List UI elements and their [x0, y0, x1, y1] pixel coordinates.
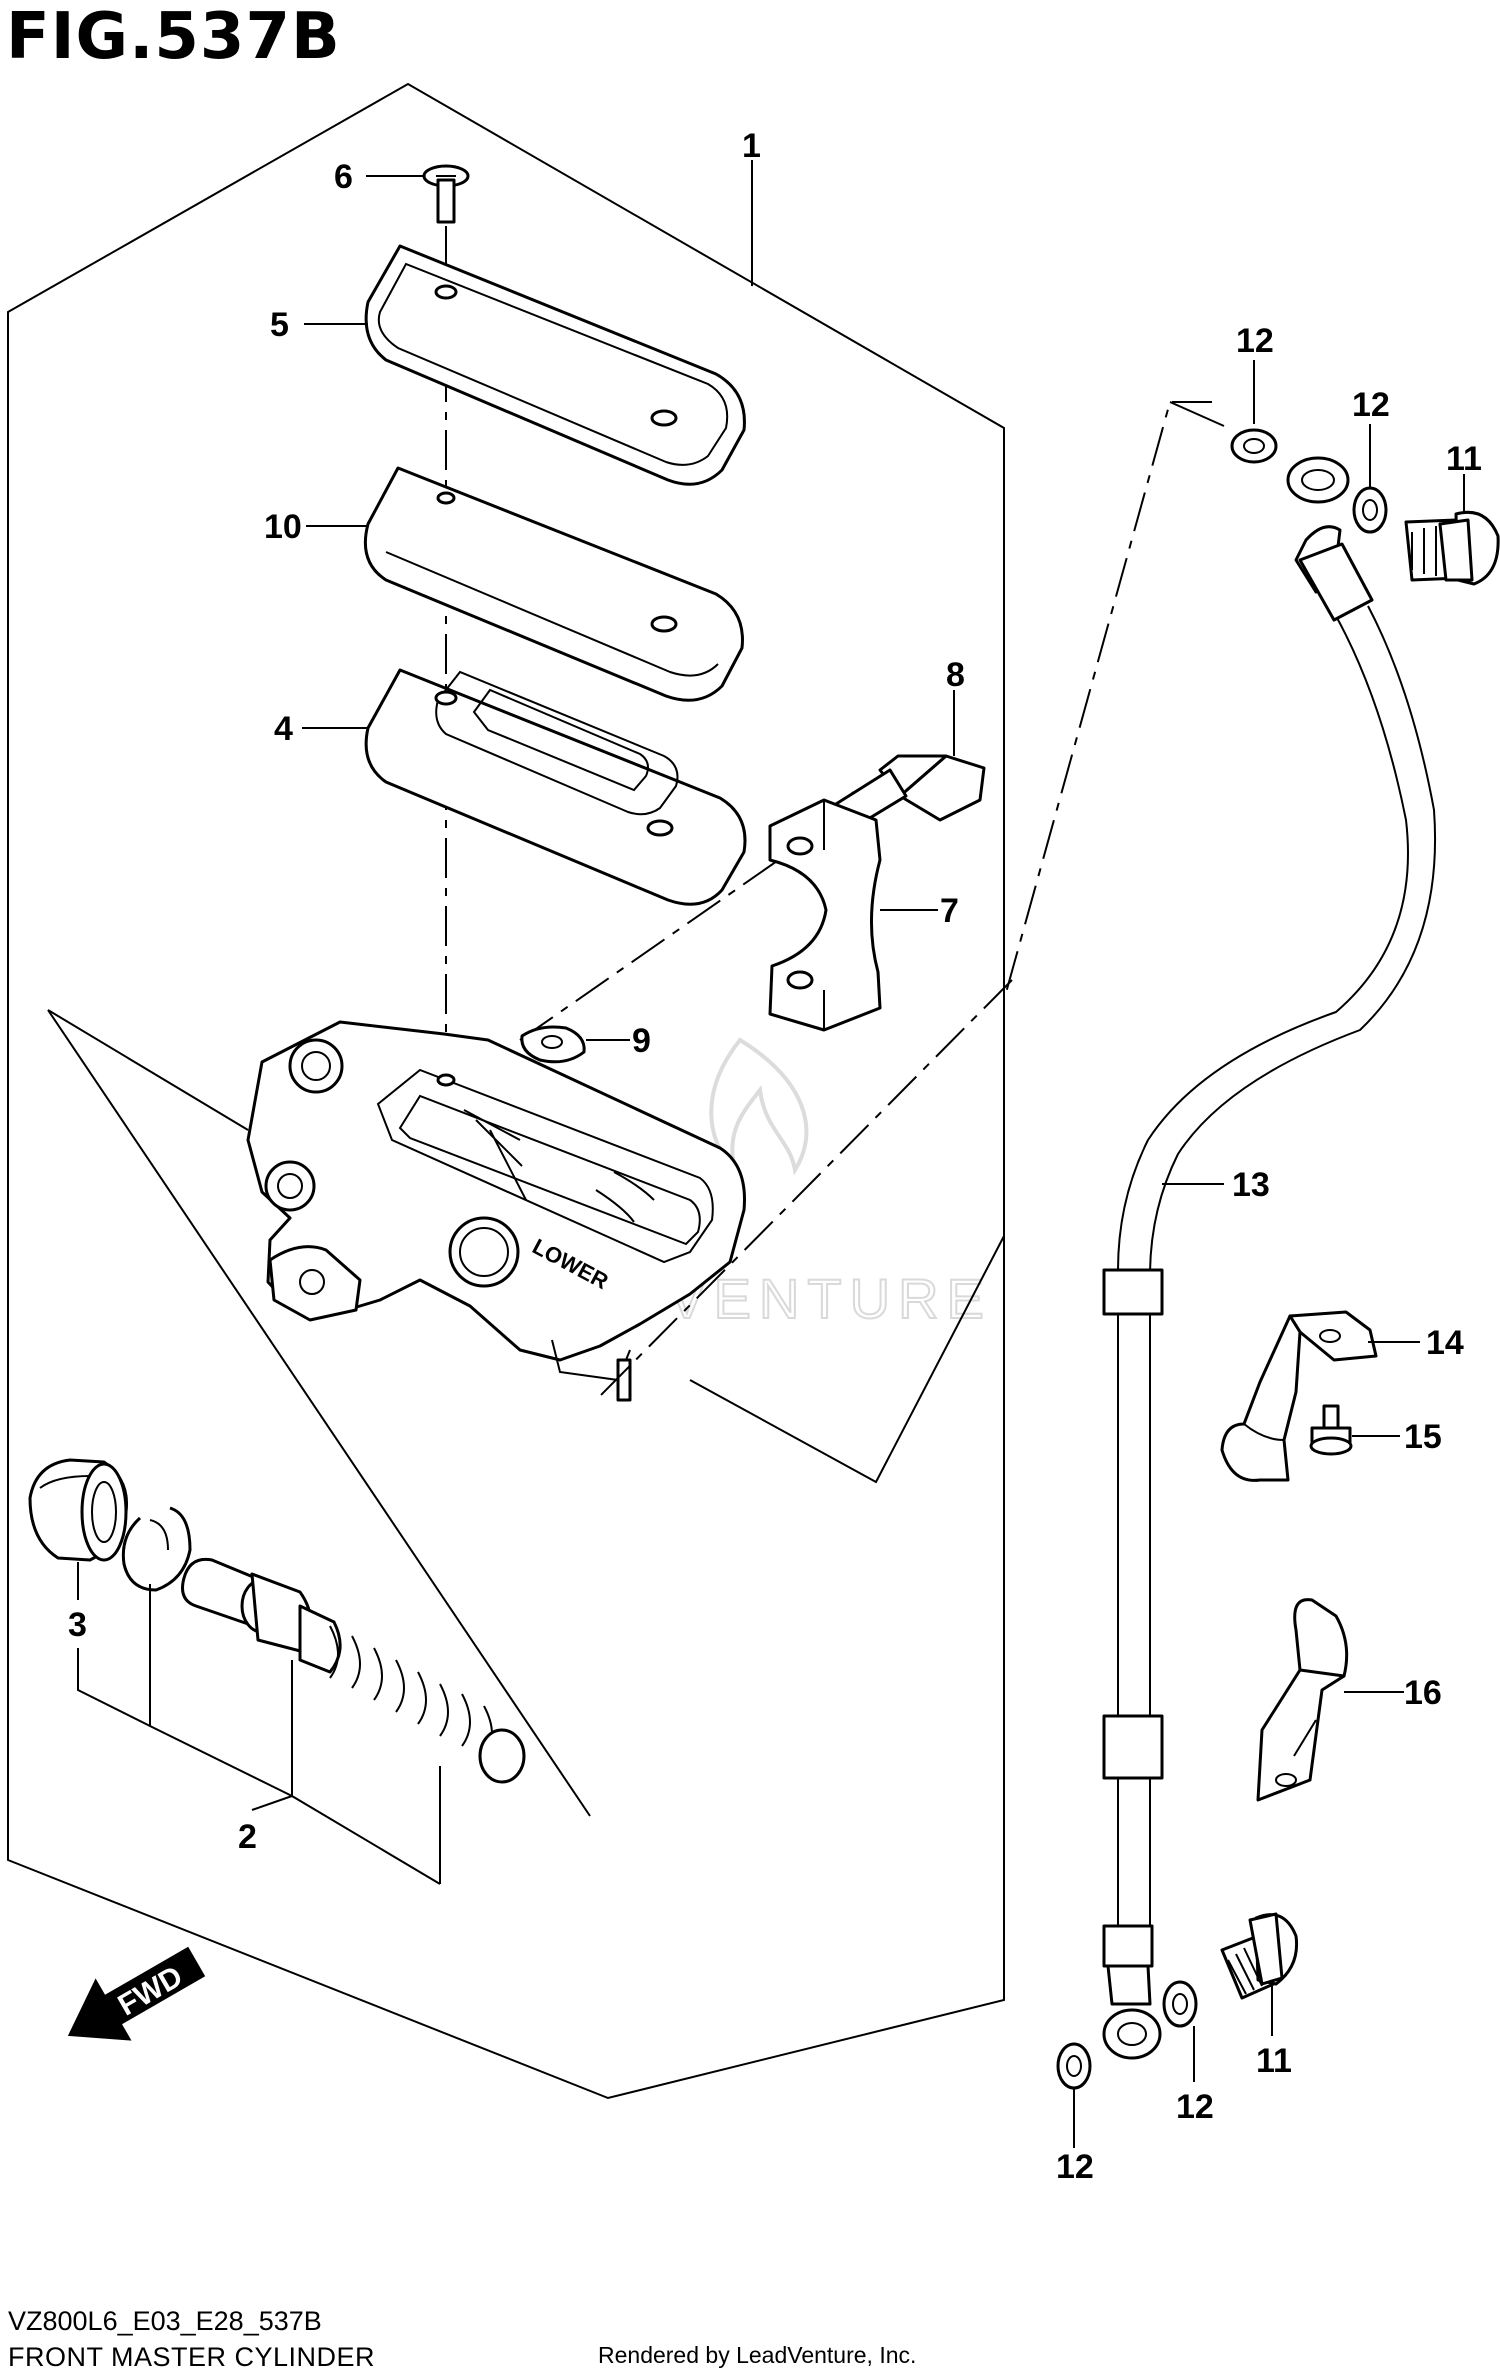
axis-line-hose: [599, 979, 1013, 1397]
callout-12-lower-mid: 12: [1176, 2088, 1214, 2126]
part-9-nut: [520, 1025, 586, 1064]
guide-line-cylinder: [47, 1009, 591, 1817]
part-11-union-bolt-lower: [1220, 1912, 1299, 2000]
callout-12-upper-right: 12: [1352, 386, 1390, 424]
callout-3: 3: [68, 1606, 87, 1644]
routing-line-upper: [1003, 401, 1212, 1001]
figure-title: FIG.537B: [6, 0, 341, 74]
fwd-arrow-icon: FWD: [67, 1946, 206, 2041]
callout-7: 7: [940, 892, 959, 930]
callout-10: 10: [264, 508, 302, 546]
part-piston-spring-kit: [181, 1557, 526, 1784]
part-12-washer-upper-left: [1230, 428, 1278, 464]
part-12-washer-lower-mid: [1162, 1980, 1198, 2028]
callout-12-lower-left: 12: [1056, 2148, 1094, 2186]
callout-12-upper-left: 12: [1236, 322, 1274, 360]
callout-4: 4: [274, 710, 293, 748]
part-12-washer-lower-left: [1056, 2042, 1092, 2090]
bracket-lines-2: [77, 1584, 441, 1885]
assembly-name: FRONT MASTER CYLINDER: [8, 2342, 376, 2372]
callout-16: 16: [1404, 1674, 1442, 1712]
part-5-cover: [364, 244, 746, 486]
model-code: VZ800L6_E03_E28_537B: [8, 2306, 322, 2336]
assembly-boundary: [7, 82, 1005, 2100]
callout-2: 2: [238, 1818, 257, 1856]
part-10-diaphragm-plate: [363, 466, 744, 702]
callout-15: 15: [1404, 1418, 1442, 1456]
callout-1: 1: [742, 127, 761, 165]
callout-5: 5: [270, 306, 289, 344]
part-13-brake-hose: [1102, 456, 1437, 2060]
routing-line-top: [1169, 401, 1225, 427]
part-11-union-bolt-upper: [1404, 510, 1500, 586]
part-12-washer-upper-right: [1352, 486, 1388, 534]
part-circlip: [121, 1506, 192, 1592]
callout-labels: 1 2 3 4 5 6 7 8 9 10 11 11 12 12 12 12 1…: [68, 127, 1482, 2186]
guide-line-right: [689, 1235, 1005, 1484]
callout-13: 13: [1232, 1166, 1270, 1204]
rendered-by-credit: Rendered by LeadVenture, Inc.: [598, 2342, 917, 2368]
callout-8: 8: [946, 656, 965, 694]
axis-line-8: [519, 819, 837, 1041]
part-3-boot: [28, 1458, 129, 1562]
callout-11-lower: 11: [1256, 2042, 1292, 2080]
part-16-clamp: [1256, 1598, 1349, 1802]
guide-line-lower: [47, 1009, 249, 1131]
part-7-clamp: [768, 798, 882, 1032]
callout-11-upper: 11: [1446, 440, 1482, 478]
callout-6: 6: [334, 158, 353, 196]
callout-14: 14: [1426, 1324, 1464, 1362]
part-master-cylinder-body: LOWER: [246, 1020, 746, 1402]
part-15-bolt: [1309, 1404, 1353, 1456]
part-6-screw: [422, 164, 470, 224]
watermark-flame-icon: [709, 1037, 809, 1177]
part-4-gasket: [364, 668, 747, 906]
part-14-bracket: [1220, 1310, 1378, 1482]
callout-9: 9: [632, 1022, 651, 1060]
